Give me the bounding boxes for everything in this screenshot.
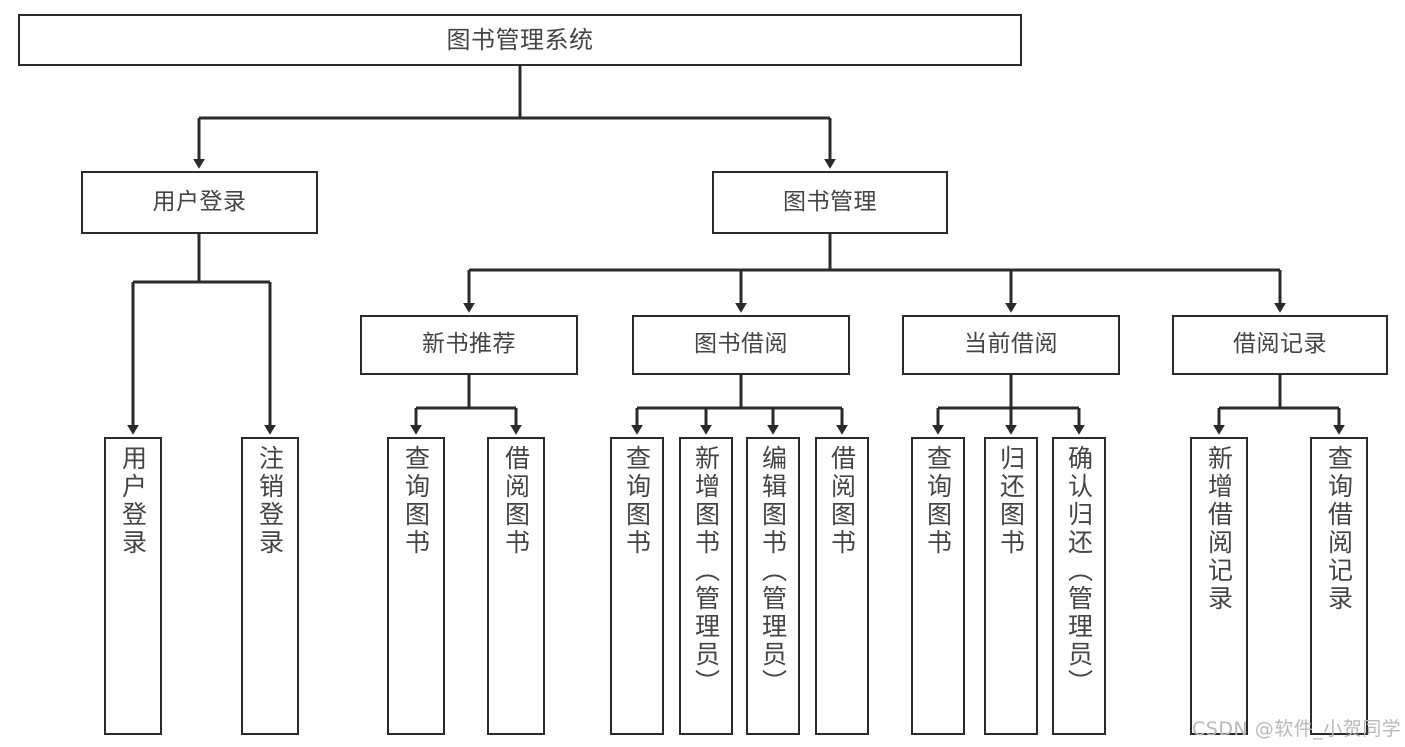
node-leaf-add-record[interactable]: 新增借阅记录 xyxy=(1190,437,1248,735)
node-label-leaf-query-book-2: 查询图书 xyxy=(622,445,652,557)
node-label-leaf-add-record: 新增借阅记录 xyxy=(1204,445,1234,613)
node-label-leaf-logout: 注销登录 xyxy=(255,445,285,557)
node-leaf-user-login[interactable]: 用户登录 xyxy=(104,437,162,735)
node-label-root: 图书管理系统 xyxy=(446,25,594,54)
node-leaf-query-book-2[interactable]: 查询图书 xyxy=(610,437,664,735)
csdn-watermark: CSDN @软件_小贺同学 xyxy=(1192,718,1402,740)
node-leaf-query-book-1[interactable]: 查询图书 xyxy=(387,437,445,735)
node-label-leaf-borrow-book-1: 借阅图书 xyxy=(501,445,531,557)
node-leaf-borrow-book-1[interactable]: 借阅图书 xyxy=(487,437,545,735)
node-book-manage[interactable]: 图书管理 xyxy=(712,171,948,234)
node-leaf-return-book[interactable]: 归还图书 xyxy=(984,437,1038,735)
node-leaf-add-book[interactable]: 新增图书（管理员） xyxy=(679,437,733,735)
node-label-leaf-add-book: 新增图书（管理员） xyxy=(691,445,721,697)
node-current-borrow[interactable]: 当前借阅 xyxy=(902,315,1120,375)
node-new-book-recommend[interactable]: 新书推荐 xyxy=(360,315,578,375)
node-label-leaf-query-book-1: 查询图书 xyxy=(401,445,431,557)
node-leaf-borrow-book-2[interactable]: 借阅图书 xyxy=(815,437,869,735)
node-label-leaf-borrow-book-2: 借阅图书 xyxy=(827,445,857,557)
node-label-book-manage: 图书管理 xyxy=(783,188,877,215)
node-label-leaf-user-login: 用户登录 xyxy=(118,445,148,557)
node-leaf-query-book-3[interactable]: 查询图书 xyxy=(911,437,965,735)
node-leaf-query-record[interactable]: 查询借阅记录 xyxy=(1310,437,1368,735)
node-leaf-confirm-return[interactable]: 确认归还（管理员） xyxy=(1052,437,1106,735)
node-user-login[interactable]: 用户登录 xyxy=(81,171,318,234)
node-label-leaf-confirm-return: 确认归还（管理员） xyxy=(1064,445,1094,697)
node-label-leaf-query-record: 查询借阅记录 xyxy=(1324,445,1354,613)
node-label-leaf-return-book: 归还图书 xyxy=(996,445,1026,557)
node-label-leaf-edit-book: 编辑图书（管理员） xyxy=(758,445,788,697)
node-label-borrow-record: 借阅记录 xyxy=(1233,331,1327,358)
node-book-borrow[interactable]: 图书借阅 xyxy=(632,315,850,375)
node-leaf-edit-book[interactable]: 编辑图书（管理员） xyxy=(746,437,800,735)
node-borrow-record[interactable]: 借阅记录 xyxy=(1172,315,1388,375)
node-label-user-login: 用户登录 xyxy=(152,188,247,215)
node-leaf-logout[interactable]: 注销登录 xyxy=(241,437,299,735)
node-root-system[interactable]: 图书管理系统 xyxy=(18,14,1022,66)
node-label-current-borrow: 当前借阅 xyxy=(964,331,1058,358)
node-label-book-borrow: 图书借阅 xyxy=(694,331,788,358)
node-label-new-book-recommend: 新书推荐 xyxy=(422,331,516,358)
node-label-leaf-query-book-3: 查询图书 xyxy=(923,445,953,557)
